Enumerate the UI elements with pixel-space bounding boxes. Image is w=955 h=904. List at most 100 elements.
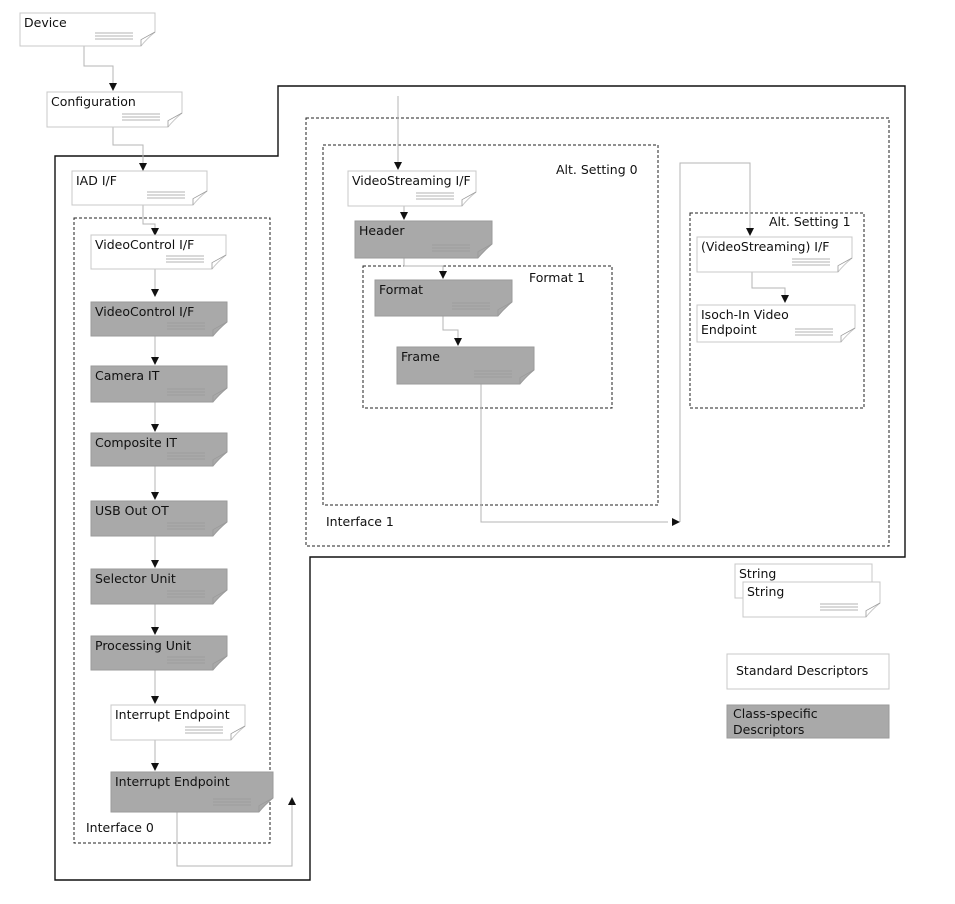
arrow-composite <box>151 424 159 432</box>
node-label: Device <box>24 15 67 30</box>
node-label: Processing Unit <box>95 638 191 653</box>
node-fold <box>477 243 493 258</box>
node-frame: Frame <box>396 346 535 385</box>
node-fold <box>212 387 228 402</box>
arrow-usbout <box>151 492 159 500</box>
node-label: Interrupt Endpoint <box>115 774 230 789</box>
node-fold <box>212 655 228 670</box>
node-label: Endpoint <box>701 322 757 337</box>
node-fold <box>211 254 227 269</box>
legend-standard-label: Standard Descriptors <box>736 663 868 678</box>
alt-setting1-group <box>689 212 865 409</box>
node-fold <box>461 191 477 206</box>
alt-setting0-group <box>322 144 659 506</box>
node-fold <box>212 321 228 336</box>
connector-vs-isoch <box>751 272 786 296</box>
connectors <box>83 45 786 867</box>
node-fold <box>212 589 228 604</box>
node-fold <box>519 369 535 384</box>
node-label: Configuration <box>51 94 136 109</box>
interface1-label: Interface 1 <box>326 514 394 529</box>
arrow-vs-alt1 <box>746 228 754 236</box>
interface-collection-boundary <box>54 85 906 881</box>
arrow-up-interface1 <box>288 797 296 805</box>
node-label: Selector Unit <box>95 571 176 586</box>
node-label: Header <box>359 223 405 238</box>
arrow-vc <box>151 228 159 236</box>
node-fold <box>212 451 228 466</box>
arrow-intep <box>151 696 159 704</box>
connector-altsetting1-vs <box>679 162 751 522</box>
legend-standard-swatch <box>726 653 890 690</box>
connector-header-format <box>403 258 444 272</box>
legend-class-label-line1: Class-specific <box>733 706 818 721</box>
node-fold <box>497 301 513 316</box>
node-fold <box>192 190 208 205</box>
arrow-videostreaming <box>394 162 402 170</box>
node-label: USB Out OT <box>95 503 169 518</box>
node-vc-std: VideoControl I/F <box>90 234 227 270</box>
connector-frame-altsetting1 <box>480 384 668 523</box>
interface0-label: Interface 0 <box>86 820 154 835</box>
alt-setting1-label: Alt. Setting 1 <box>769 214 851 229</box>
arrow-format <box>439 271 447 279</box>
arrow-right-altsetting1 <box>672 518 680 526</box>
legend: Standard Descriptors Class-specific Desc… <box>726 653 890 739</box>
node-label: IAD I/F <box>76 173 117 188</box>
node-label: VideoStreaming I/F <box>352 173 471 188</box>
node-label: Composite IT <box>95 435 177 450</box>
arrow-vccls <box>151 289 159 297</box>
node-label: Isoch-In Video <box>701 307 789 322</box>
arrow-header <box>400 212 408 220</box>
node-label: Camera IT <box>95 368 160 383</box>
connector-iad-vc <box>142 205 156 229</box>
alt-setting0-label: Alt. Setting 0 <box>556 162 638 177</box>
connector-device-config <box>83 45 114 84</box>
arrow-config <box>109 83 117 91</box>
node-label: VideoControl I/F <box>95 237 194 252</box>
node-label: VideoControl I/F <box>95 304 194 319</box>
node-fold <box>865 602 881 617</box>
node-fold <box>167 112 183 127</box>
arrowheads <box>109 83 789 805</box>
node-label: String <box>747 584 784 599</box>
node-fold <box>140 31 156 46</box>
arrow-camera <box>151 357 159 365</box>
legend-class-label-line2: Descriptors <box>733 722 804 737</box>
node-label: Format <box>379 282 423 297</box>
arrow-iad <box>139 163 147 171</box>
format1-label: Format 1 <box>529 270 585 285</box>
node-camera-it: Camera IT <box>90 365 228 403</box>
node-label: Frame <box>401 349 440 364</box>
interface1-group <box>305 117 890 547</box>
node-vs-alt1: (VideoStreaming) I/F <box>696 236 853 273</box>
format1-group <box>362 265 613 409</box>
node-composite-it: Composite IT <box>90 432 228 467</box>
node-fold <box>258 797 274 812</box>
node-header: Header <box>354 220 493 259</box>
interface0-group <box>73 217 271 844</box>
arrow-selector <box>151 560 159 568</box>
arrow-processing <box>151 627 159 635</box>
node-selector-unit: Selector Unit <box>90 568 228 605</box>
node-fold <box>840 327 856 342</box>
node-vc-cls: VideoControl I/F <box>90 301 228 337</box>
node-fold <box>230 725 246 740</box>
arrow-frame <box>454 338 462 346</box>
node-configuration: Configuration <box>46 91 183 128</box>
node-int-ep-std: Interrupt Endpoint <box>110 704 246 741</box>
node-iad: IAD I/F <box>71 170 208 206</box>
node-device: Device <box>19 12 156 47</box>
arrow-isoch <box>781 295 789 303</box>
node-label: Interrupt Endpoint <box>115 707 230 722</box>
connector-intepcls-interface1 <box>176 804 293 867</box>
node-label: (VideoStreaming) I/F <box>701 239 829 254</box>
node-processing-unit: Processing Unit <box>90 635 228 671</box>
node-fold <box>837 257 853 272</box>
node-string-front: String <box>742 581 881 618</box>
node-format: Format <box>374 279 513 317</box>
node-usb-out-ot: USB Out OT <box>90 500 228 537</box>
